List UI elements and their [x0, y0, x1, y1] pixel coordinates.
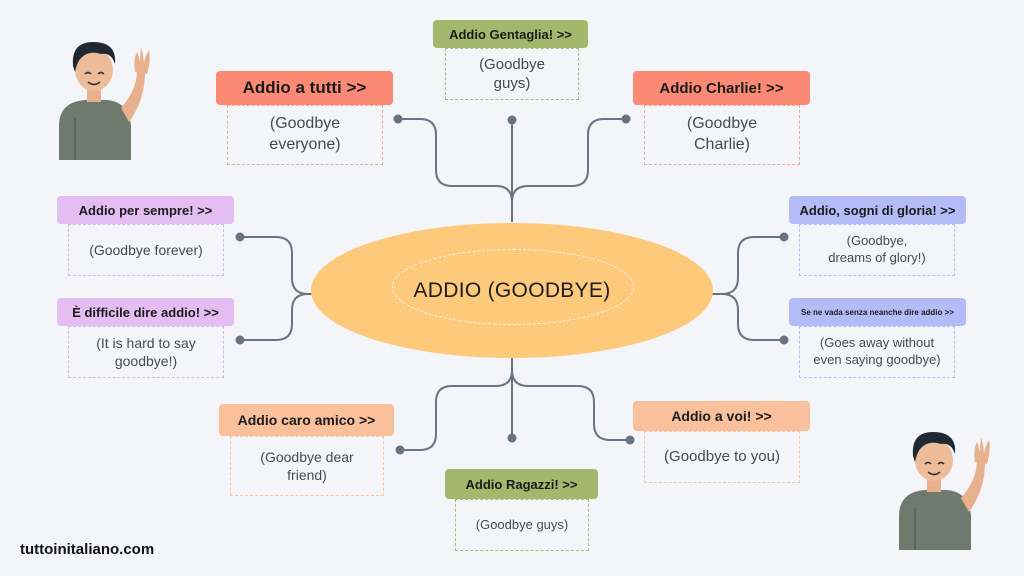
phrase-header-gentaglia: Addio Gentaglia! >>: [433, 20, 588, 48]
connector-right-lower: [721, 293, 784, 341]
phrase-header-difficile: È difficile dire addio! >>: [57, 298, 234, 326]
phrase-header-sempre: Addio per sempre! >>: [57, 196, 234, 224]
center-label: ADDIO (GOODBYE): [413, 278, 611, 302]
translation-line: goodbye!): [114, 353, 178, 369]
translation-line: friend): [287, 467, 327, 483]
site-name: tuttoinitaliano.com: [20, 541, 155, 558]
connector-left-upper: [240, 236, 318, 295]
translation-line: (Goodbye,: [846, 233, 908, 249]
translation-box-sempre: (Goodbye forever): [68, 224, 224, 276]
connector-bottom-right: [511, 369, 630, 441]
translation-line: (Goodbye guys): [475, 516, 569, 532]
translation-line: guys): [493, 75, 531, 92]
translation-line: (Goodbye: [686, 115, 758, 133]
translation-box-sogni: (Goodbye,dreams of glory!): [799, 224, 955, 276]
translation-box-amico: (Goodbye dear friend): [230, 436, 384, 496]
waving-person-illustration: [59, 42, 150, 160]
connector-left-lower: [240, 293, 309, 341]
phrase-header-tutti: Addio a tutti >>: [216, 71, 393, 105]
connector-dot: [779, 232, 789, 242]
connector-dot: [235, 232, 245, 242]
translation-line: Charlie): [693, 136, 750, 153]
translation-box-ragazzi: (Goodbye guys): [455, 499, 589, 551]
connector-dot: [235, 335, 245, 345]
phrase-header-ragazzi: Addio Ragazzi! >>: [445, 469, 598, 499]
translation-line: even saying goodbye): [813, 352, 941, 367]
translation-line: dreams of glory!): [828, 250, 926, 265]
center-ellipse: ADDIO (GOODBYE): [311, 223, 713, 358]
translation-line: (Goodbye forever): [89, 241, 203, 258]
translation-box-gentaglia: (Goodbye guys): [445, 48, 579, 100]
connector-dot: [507, 433, 517, 443]
phrase-header-voi: Addio a voi! >>: [633, 401, 810, 431]
connector-dot: [625, 435, 635, 445]
connector-top-right: [511, 118, 626, 203]
translation-box-difficile: (It is hard to say goodbye!): [68, 326, 224, 378]
phrase-header-neanche: Se ne vada senza neanche dire addio >>: [789, 298, 966, 326]
translation-line: (Goes away without: [819, 335, 935, 351]
connector-bottom-left: [400, 369, 513, 451]
connector-right-upper: [706, 236, 784, 295]
connector-top-left: [398, 118, 513, 203]
phrase-header-amico: Addio caro amico >>: [219, 404, 394, 436]
translation-box-voi: (Goodbye to you): [644, 431, 800, 483]
connector-dot: [393, 114, 403, 124]
translation-line: (Goodbye to you): [664, 448, 780, 466]
translation-line: (It is hard to say: [96, 334, 196, 351]
phrase-header-sogni: Addio, sogni di gloria! >>: [789, 196, 966, 224]
phrase-header-charlie: Addio Charlie! >>: [633, 71, 810, 105]
connector-dot: [621, 114, 631, 124]
connector-dot: [779, 335, 789, 345]
connector-dot: [395, 445, 405, 455]
connector-dot: [507, 115, 517, 125]
translation-line: everyone): [269, 136, 341, 153]
waving-person-illustration: [899, 432, 990, 550]
translation-box-tutti: (Goodbye everyone): [227, 105, 383, 165]
translation-line: (Goodbye: [479, 55, 545, 73]
translation-line: (Goodbye dear: [260, 448, 354, 465]
center-inner-ring: [392, 249, 634, 325]
translation-line: (Goodbye: [269, 115, 341, 133]
